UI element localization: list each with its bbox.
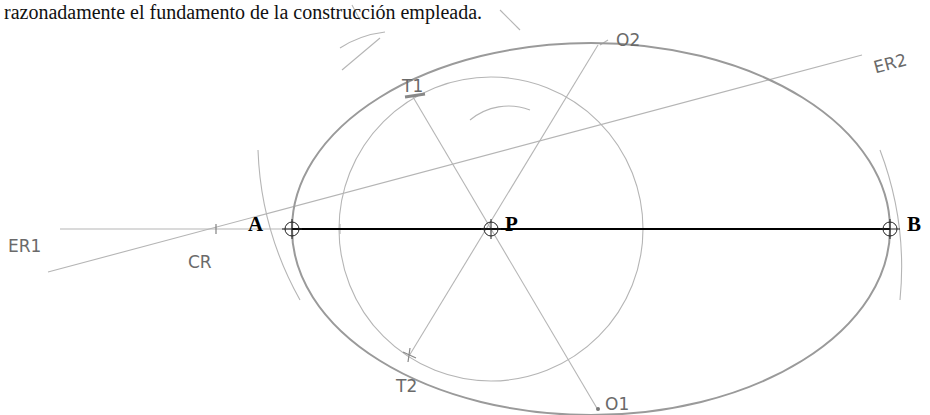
line-label: ER1 [8, 238, 41, 255]
point-label: P [505, 214, 518, 235]
point-label: O1 [605, 396, 629, 413]
statement-text: razonadamente el fundamento de la constr… [4, 2, 482, 22]
line-label: ER2 [872, 51, 909, 76]
point-label: T1 [402, 78, 423, 95]
point-label: B [907, 214, 921, 235]
point-label: O2 [616, 32, 640, 49]
point-label: T2 [396, 378, 417, 395]
point-label: CR [188, 254, 212, 271]
point-label: A [248, 214, 263, 235]
